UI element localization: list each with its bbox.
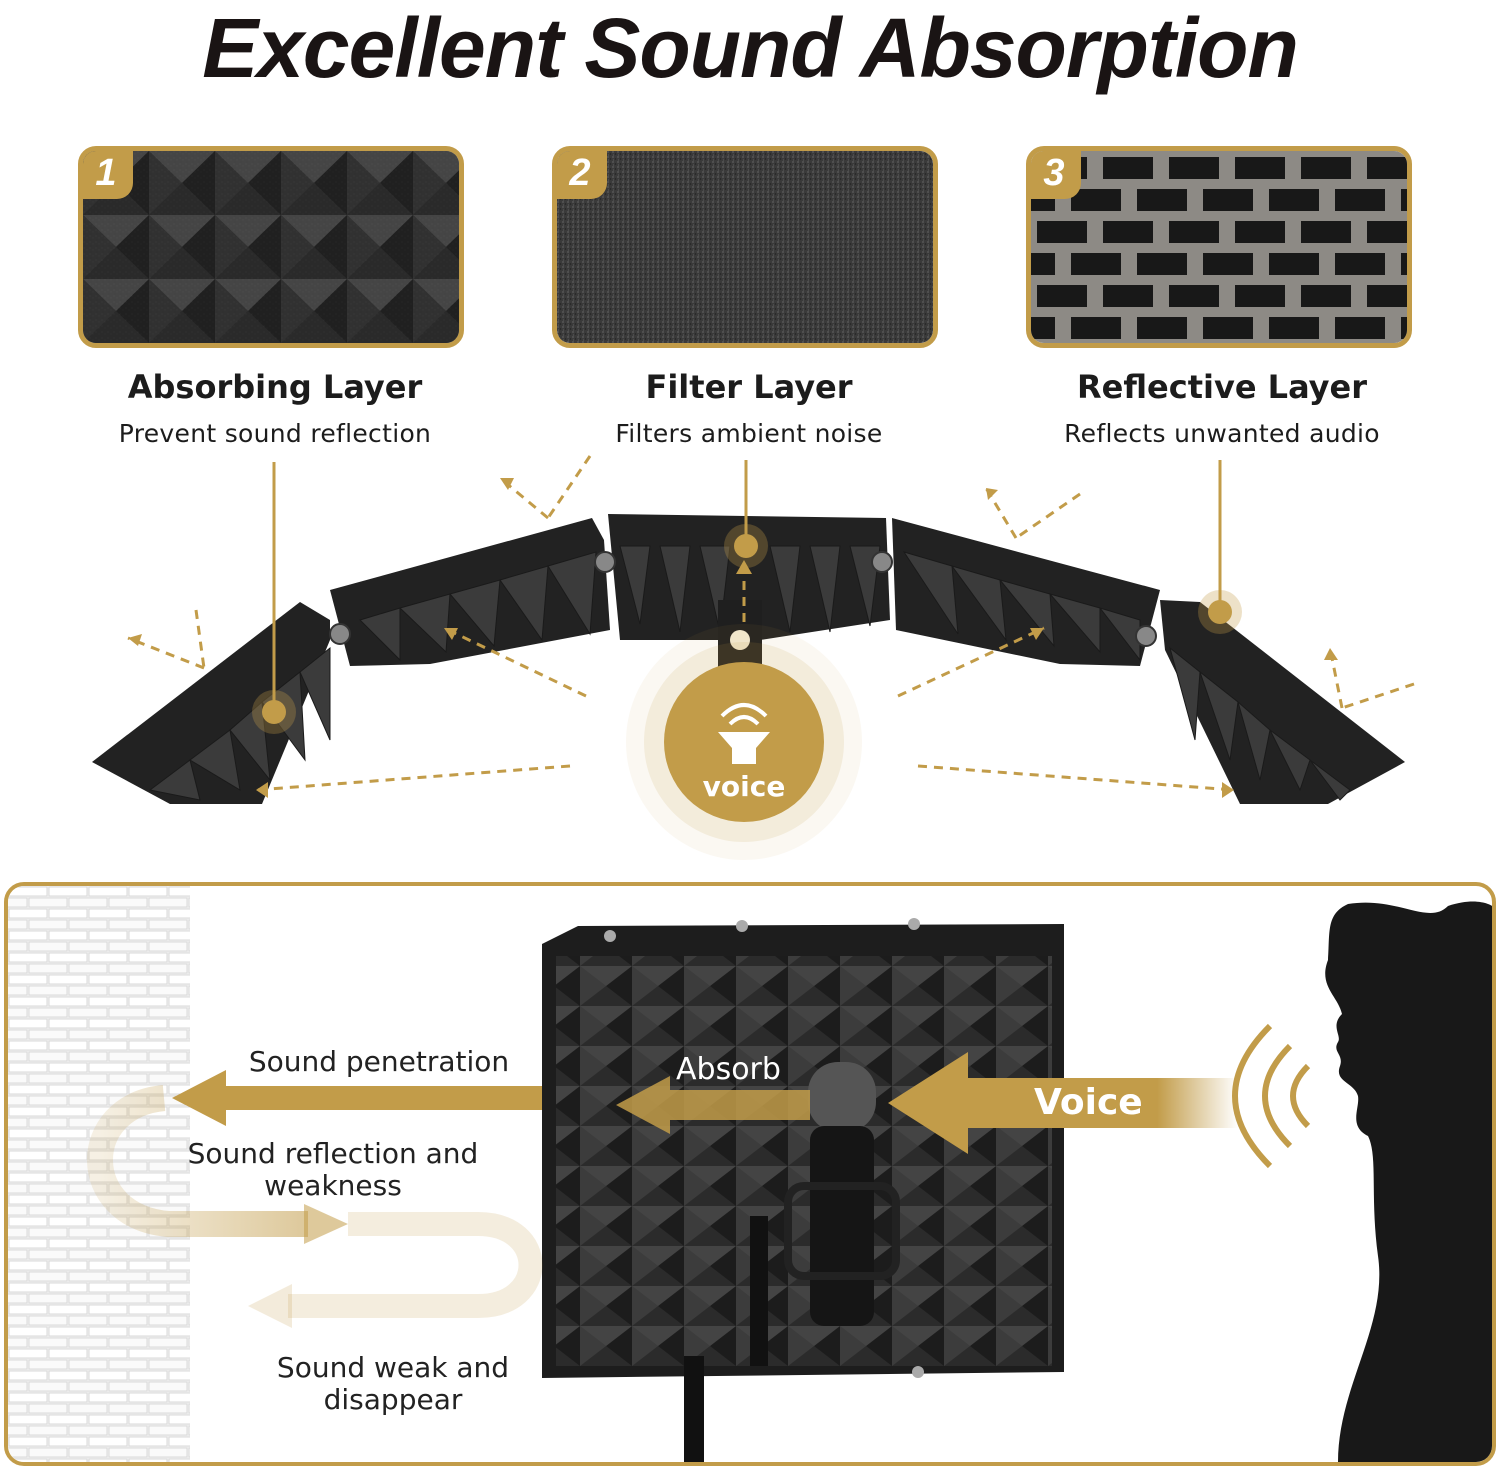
voice-arrow <box>888 1052 1238 1154</box>
layer-subtitle: Reflects unwanted audio <box>1064 419 1380 448</box>
hinge-screws <box>329 551 1157 647</box>
reflection-label-line1: Sound reflection and <box>187 1137 479 1170</box>
voice-label: Voice <box>1034 1082 1143 1123</box>
reflection-curve <box>87 1085 308 1237</box>
reflection-arrowhead <box>304 1204 348 1244</box>
reflection-label-line2: weakness <box>264 1169 402 1202</box>
layer-title: Reflective Layer <box>1076 368 1368 406</box>
person-silhouette <box>1325 901 1492 1462</box>
layer-title: Absorbing Layer <box>127 368 423 406</box>
weak-label-line2: disappear <box>323 1383 463 1416</box>
reflection-filter-panel <box>542 918 1064 1378</box>
weak-curve <box>288 1212 543 1318</box>
reflective-layer-image: 3 <box>1026 146 1412 348</box>
filter-layer-image: 2 <box>552 146 938 348</box>
layer-title: Filter Layer <box>645 368 853 406</box>
layer-number-badge: 3 <box>1031 151 1081 199</box>
voice-waves <box>1232 1023 1311 1169</box>
pointer-dots <box>252 524 1242 734</box>
layer-number-badge: 2 <box>557 151 607 199</box>
absorbing-layer-image: 1 <box>78 146 464 348</box>
panel-top-view-diagram <box>92 455 1415 860</box>
page-title: Excellent Sound Absorption <box>202 1 1299 95</box>
usage-illustration: Sound penetration Sound reflection and w… <box>4 882 1496 1466</box>
voice-source <box>626 624 862 860</box>
weak-arrowhead <box>248 1284 292 1328</box>
layer-subtitle: Filters ambient noise <box>615 419 883 448</box>
speaker-icon <box>718 703 770 764</box>
pointer-lines <box>272 460 1222 712</box>
weak-label-line1: Sound weak and <box>276 1351 510 1384</box>
sound-penetration-label: Sound penetration <box>248 1045 510 1078</box>
arrow-heads <box>128 478 1338 798</box>
layer-subtitle: Prevent sound reflection <box>118 419 432 448</box>
voice-badge-label: voice <box>702 770 786 803</box>
absorb-label: Absorb <box>676 1052 781 1087</box>
layer-number-badge: 1 <box>83 151 133 199</box>
absorb-arrow <box>616 1076 810 1134</box>
penetration-arrow <box>172 1070 542 1126</box>
sound-path-arrows <box>127 455 1415 792</box>
microphone <box>684 1062 900 1462</box>
mic-dot <box>730 630 750 650</box>
foam-teeth <box>148 545 1351 801</box>
